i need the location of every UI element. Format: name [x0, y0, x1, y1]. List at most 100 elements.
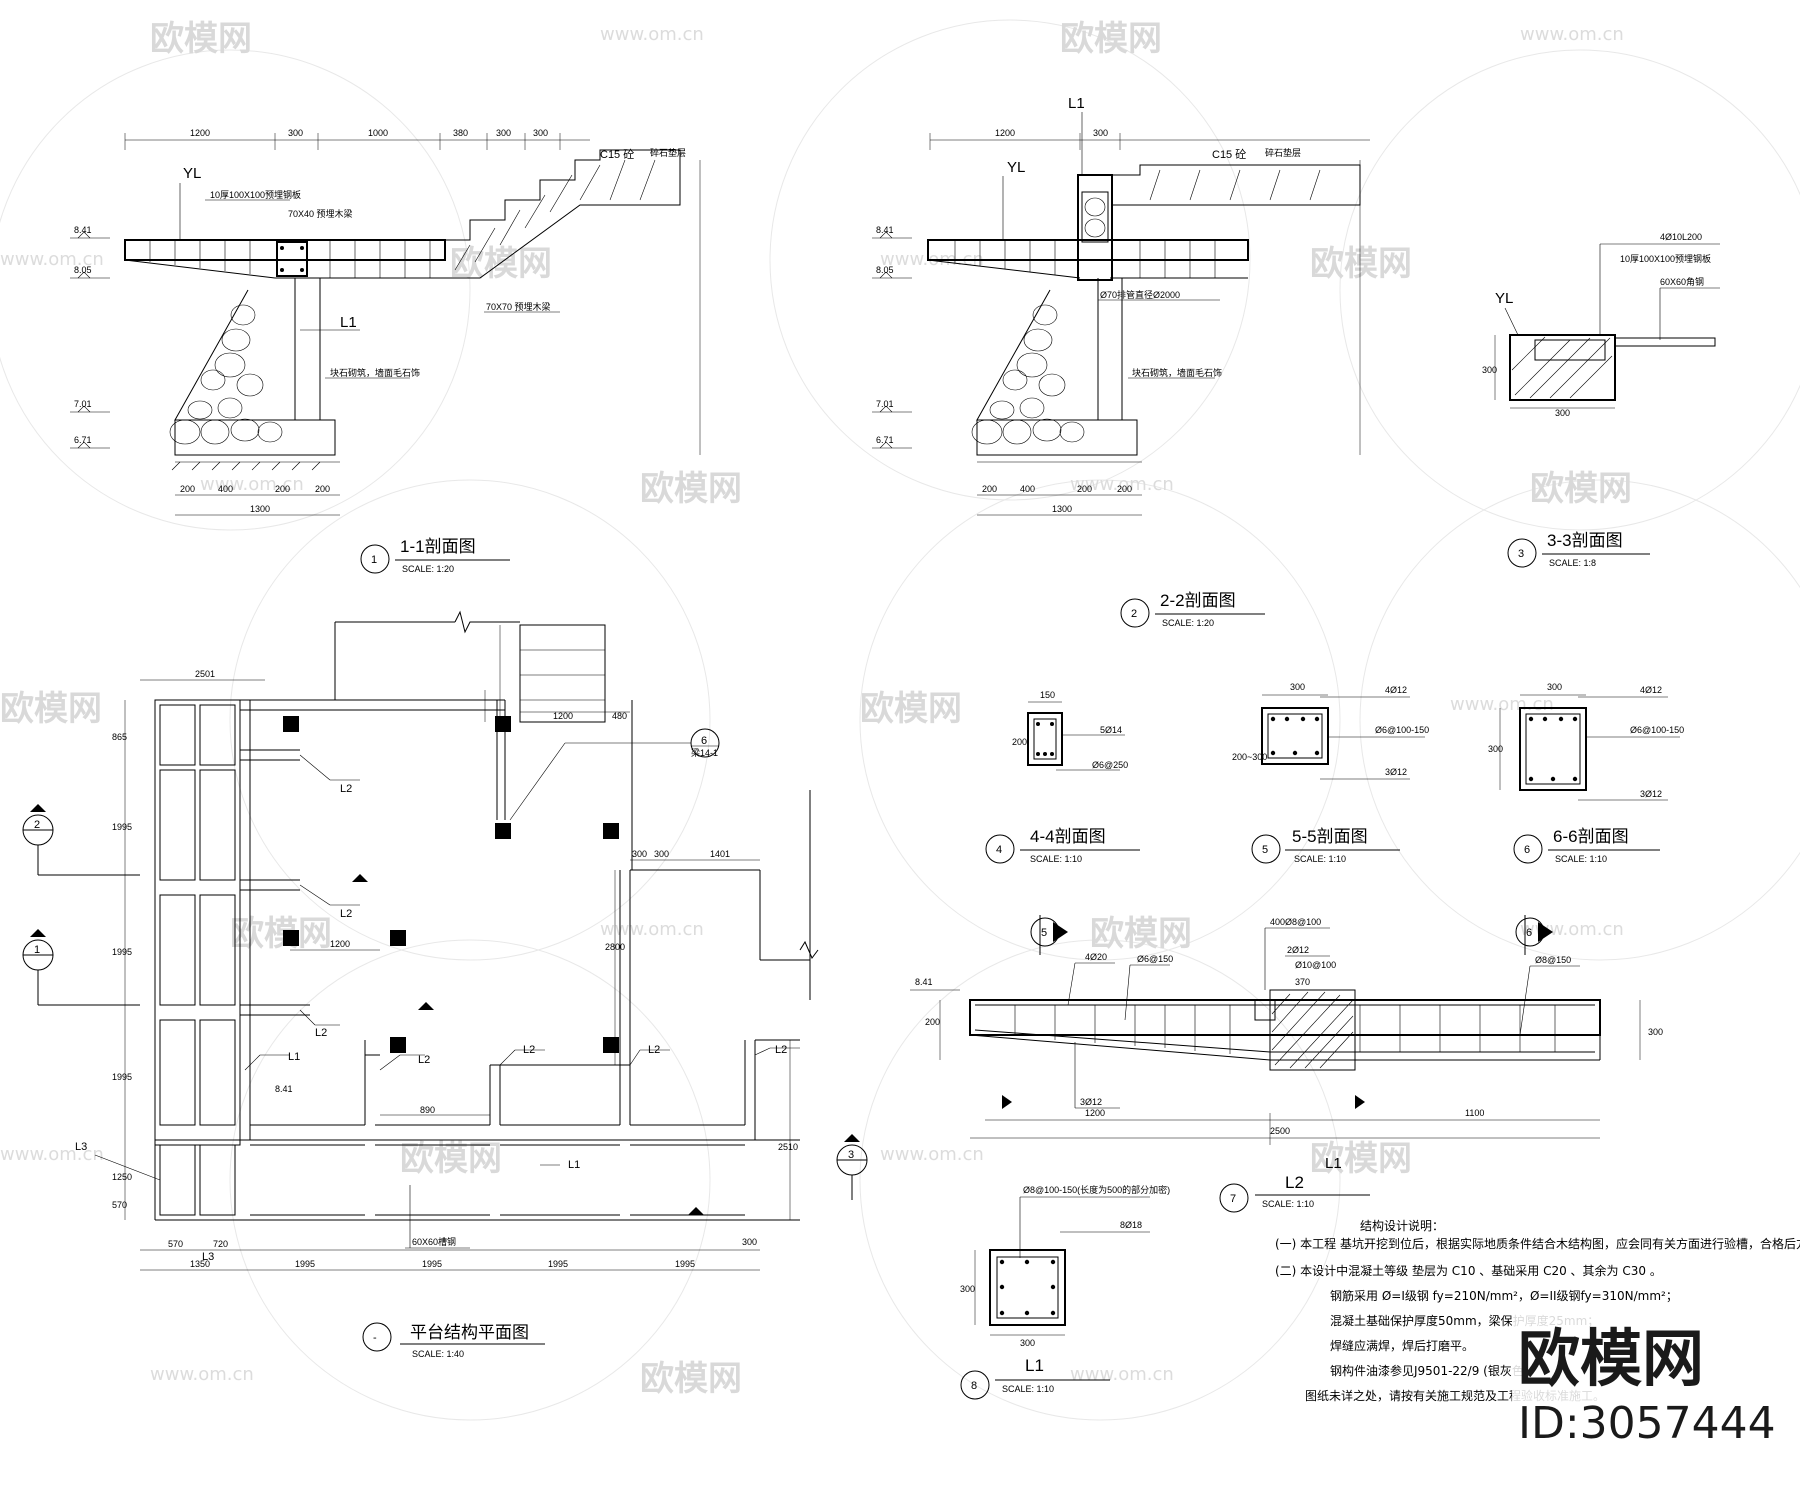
watermark-url: www.om.cn [150, 1364, 254, 1385]
notes-line: 钢筋采用 Ø=I级钢 fy=210N/mm²，Ø=II级钢fy=310N/mm²… [1330, 1288, 1678, 1303]
elev-text: 6.71 [876, 435, 894, 445]
watermark-url: www.om.cn [1520, 24, 1624, 45]
view-number: 2 [1131, 608, 1137, 620]
dim-text: 1200 [1085, 1108, 1105, 1118]
label-l1: L1 [1068, 95, 1085, 112]
dim-text: 1995 [675, 1259, 695, 1269]
watermark-url: www.om.cn [1520, 919, 1624, 940]
watermark-brand: 欧模网 [860, 689, 962, 729]
dim-text: 1200 [330, 939, 350, 949]
dim-text: 1100 [1465, 1108, 1484, 1118]
label-l2: L2 [418, 1054, 430, 1066]
watermark-brand: 欧模网 [150, 19, 252, 59]
dim-text: 1000 [368, 128, 388, 138]
dim-text: 2800 [605, 942, 625, 952]
view-number: 8 [971, 1380, 977, 1392]
elev-text: 7.01 [876, 399, 894, 409]
brand-id: ID:3057444 [1518, 1398, 1776, 1449]
label-wood2: 70X70 预埋木梁 [486, 301, 551, 312]
dim-text: 865 [112, 732, 127, 742]
label-l3: L3 [75, 1141, 87, 1153]
dim-text: 1995 [112, 1072, 132, 1082]
dim-text: 200 [315, 484, 330, 494]
label-sand: 碎石垫层 [1265, 147, 1301, 158]
dim-text: 200 [1117, 484, 1132, 494]
label-stone: 块石砌筑，墙面毛石饰 [330, 367, 420, 378]
dim-text: 1350 [190, 1259, 210, 1269]
watermark-url: www.om.cn [0, 1144, 104, 1165]
label-yl: YL [183, 165, 201, 182]
section-marker: 3 [848, 1149, 854, 1161]
rebar-text: Ø6@250 [1092, 760, 1128, 770]
watermark-brand: 欧模网 [1060, 19, 1162, 59]
watermark-url: www.om.cn [1070, 474, 1174, 495]
label-c15: C15 砼 [600, 148, 634, 161]
dim-text: 200 [275, 484, 290, 494]
notes-line: (一) 本工程 基坑开挖到位后，根据实际地质条件结合木结构图，应会同有关方面进行… [1275, 1236, 1800, 1251]
watermark-brand: 欧模网 [0, 689, 102, 729]
cut-mark: 5 [1041, 927, 1047, 939]
label-plate: 10厚100X100预埋钢板 [210, 189, 301, 200]
label-l2: L2 [648, 1044, 660, 1056]
label-rebar: 4Ø10L200 [1660, 232, 1702, 242]
rebar-text: Ø8@150 [1535, 955, 1571, 965]
label-l1: L1 [288, 1051, 300, 1063]
platform-plan: 2501 1200 480 [22, 610, 868, 1359]
watermark-url: www.om.cn [200, 474, 304, 495]
view-scale: SCALE: 1:10 [1262, 1199, 1314, 1209]
view-number: 7 [1230, 1193, 1236, 1205]
view-title: L1 [1025, 1356, 1044, 1375]
elev-text: 7.01 [74, 399, 92, 409]
section-8-column: Ø8@100-150(长度为500的部分加密) 8Ø18 300 300 8 L… [960, 1184, 1170, 1400]
dim-text: 300 [1290, 682, 1305, 692]
view-scale: SCALE: 1:10 [1555, 854, 1607, 864]
rebar-text: 3Ø12 [1640, 789, 1662, 799]
dim-text: 400 [218, 484, 233, 494]
view-number: 6 [1524, 844, 1530, 856]
rebar-text: 370 [1295, 977, 1310, 987]
dim-text: 300 [1020, 1338, 1035, 1348]
dim-text: 1995 [112, 947, 132, 957]
notes-line: (二) 本设计中混凝土等级 垫层为 C10 、基础采用 C20 、其余为 C30… [1275, 1263, 1662, 1278]
view-number: - [373, 1332, 377, 1344]
dim-text: 300 [1093, 128, 1108, 138]
elev-text: 8.41 [876, 225, 894, 235]
watermark-url: www.om.cn [880, 1144, 984, 1165]
dim-text: 200 [982, 484, 997, 494]
label-l2: L2 [775, 1044, 787, 1056]
view-title: 平台结构平面图 [410, 1323, 529, 1342]
dim-text: 1995 [295, 1259, 315, 1269]
watermark-url: www.om.cn [1450, 694, 1554, 715]
watermark-brand: 欧模网 [1310, 244, 1412, 284]
view-title: 3-3剖面图 [1547, 531, 1623, 550]
elev-text: 6.71 [74, 435, 92, 445]
watermark-layer: 欧模网 www.om.cn 欧模网 www.om.cn 欧模网 www.om.c… [0, 19, 1800, 1421]
rebar-text: 4Ø12 [1640, 685, 1662, 695]
watermark-brand: 欧模网 [400, 1139, 502, 1179]
dim-text: 2510 [778, 1142, 798, 1152]
elev-text: 8.05 [74, 265, 92, 275]
rebar-text: 400Ø8@100 [1270, 917, 1321, 927]
view-number: 4 [996, 844, 1002, 856]
dim-text: 2501 [195, 669, 215, 679]
label-l1: L1 [568, 1159, 580, 1171]
watermark-brand: 欧模网 [1310, 1139, 1412, 1179]
section-2-2: 1200 300 L1 YL C15 砼 碎石垫层 Ø70排管直径Ø2000 [872, 95, 1370, 628]
watermark-brand: 欧模网 [450, 244, 552, 284]
dim-text: 1401 [710, 849, 730, 859]
watermark-brand: 欧模网 [1530, 469, 1632, 509]
view-number: 1 [371, 554, 377, 566]
dim-text: 300 [288, 128, 303, 138]
view-scale: SCALE: 1:20 [1162, 618, 1214, 628]
dim-text: 150 [1040, 690, 1055, 700]
dim-text: 1995 [422, 1259, 442, 1269]
label-plate: 10厚100X100预埋钢板 [1620, 253, 1711, 264]
dim-text: 300 [1488, 744, 1503, 754]
label-angle: 60X60角钢 [1660, 276, 1704, 287]
watermark-brand: 欧模网 [640, 469, 742, 509]
view-scale: SCALE: 1:8 [1549, 558, 1596, 568]
ref-number: 6 [701, 735, 707, 747]
section-7-beam: 5 6 4Ø20 [910, 915, 1663, 1213]
rebar-text: 2Ø12 [1287, 945, 1309, 955]
